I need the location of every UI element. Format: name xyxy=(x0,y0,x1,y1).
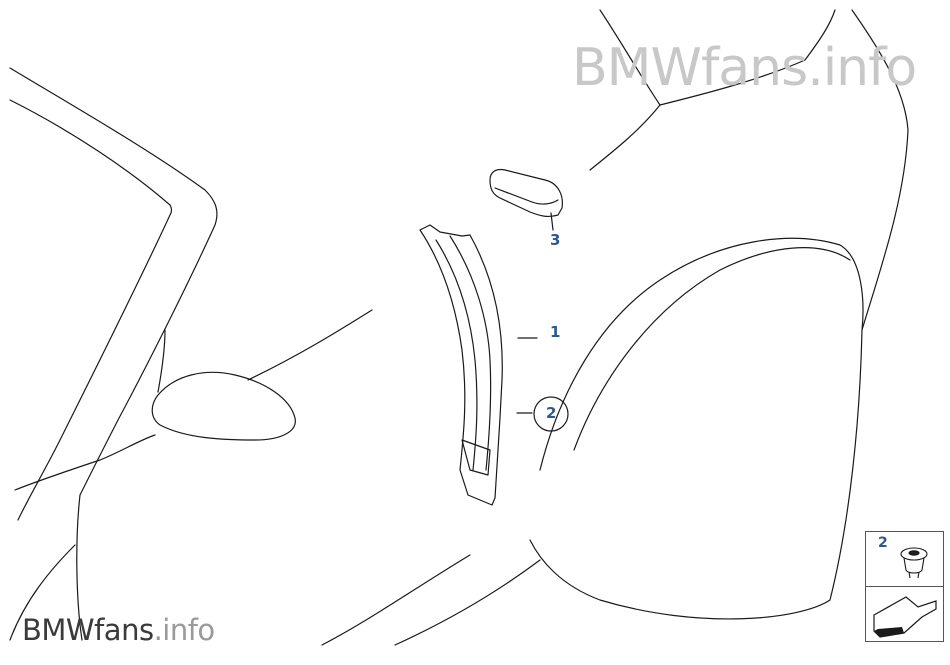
part1-trim-outline xyxy=(419,224,503,506)
callout-part-1[interactable]: 1 xyxy=(550,323,561,341)
watermark-bottom-prefix: BMWfans xyxy=(22,613,154,647)
wheel-arch xyxy=(529,237,864,620)
a-pillar-inner-line xyxy=(9,99,173,521)
part1-trim-inner xyxy=(435,239,478,471)
part1-trim-lower xyxy=(461,439,491,476)
door-line-top xyxy=(589,104,661,171)
legend-divider xyxy=(866,586,943,587)
part3-insert-outline xyxy=(489,168,563,218)
lower-left-curve xyxy=(76,494,83,641)
watermark-top: BMWfans.info xyxy=(572,42,917,94)
lower-left-edge xyxy=(9,544,76,641)
body-side-line-left xyxy=(14,434,156,491)
mirror-housing xyxy=(151,371,296,441)
callout-part-2[interactable]: 2 xyxy=(546,404,557,422)
legend-part-number: 2 xyxy=(878,535,888,551)
roof-line-top xyxy=(599,9,836,106)
watermark-top-suffix: .info xyxy=(807,38,917,98)
wheel-arch-inner xyxy=(573,247,851,451)
sill-lower xyxy=(394,559,541,646)
return-arrow-icon[interactable] xyxy=(866,587,943,641)
part1-trim-inner-2 xyxy=(449,235,492,471)
part3-insert-edge xyxy=(494,187,559,205)
watermark-top-prefix: BMWfans xyxy=(572,38,808,98)
quarter-panel-right xyxy=(851,9,909,331)
watermark-bottom: BMWfans.info xyxy=(22,616,215,645)
parts-legend-box: 2 xyxy=(865,531,944,642)
windshield-frame-outline xyxy=(9,67,218,496)
leader-line-3 xyxy=(550,212,554,231)
callout-part-3[interactable]: 3 xyxy=(550,231,561,249)
sill-lower-2 xyxy=(321,554,471,646)
mirror-top-line xyxy=(247,309,373,381)
clip-fastener-icon xyxy=(900,547,928,579)
mirror-arm xyxy=(157,329,166,393)
watermark-bottom-suffix: .info xyxy=(153,613,216,647)
callout-circle-2 xyxy=(533,396,569,432)
